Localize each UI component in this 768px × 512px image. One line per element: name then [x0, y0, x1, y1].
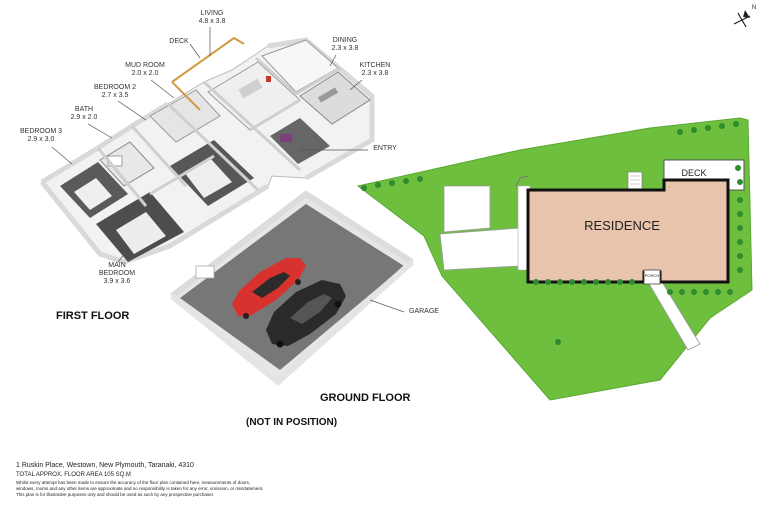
not-in-position-note: (NOT IN POSITION)	[246, 417, 338, 428]
garage-floor	[180, 204, 404, 370]
main-bedroom-size: 3.9 x 3.6	[103, 278, 131, 285]
bedroom2-name: BEDROOM 2	[93, 84, 136, 91]
kitchen-floor	[299, 71, 371, 125]
mud-room-size: 2.0 x 2.0	[131, 70, 159, 77]
dining-size: 2.3 x 3.8	[331, 45, 359, 52]
red-car-graphic	[232, 258, 306, 319]
deck-label: DECK	[169, 38, 189, 45]
room-leader-lines	[51, 27, 368, 263]
dining-name: DINING	[332, 37, 358, 44]
main-bedroom-name: MAIN BEDROOM	[98, 262, 136, 277]
disclaimer-line-1: Whilst every attempt has been made to en…	[16, 480, 251, 485]
bedroom3-label: BEDROOM 3 2.9 x 3.0	[16, 128, 66, 144]
living-size: 4.8 x 3.8	[198, 18, 226, 25]
tree-dots	[361, 121, 743, 345]
bath-label: BATH 2.9 x 2.0	[64, 106, 104, 122]
bedroom2-size: 2.7 x 3.5	[101, 92, 129, 99]
first-floor-title: FIRST FLOOR	[56, 310, 130, 322]
porch-label: PORCH	[644, 273, 660, 278]
kitchen-name: KITCHEN	[359, 62, 391, 69]
bedroom3-size: 2.9 x 3.0	[27, 136, 55, 143]
garage-model	[170, 190, 415, 386]
kitchen-size: 2.3 x 3.8	[361, 70, 389, 77]
disclaimer-line-3: This plan is for illustrative purposes o…	[16, 492, 215, 497]
garage-label: GARAGE	[409, 308, 439, 315]
floor-area-line: TOTAL APPROX. FLOOR AREA 105 SQ.M	[16, 472, 131, 478]
disclaimer-line-2: windows, rooms and any other items are a…	[16, 486, 264, 491]
mud-room-label: MUD ROOM 2.0 x 2.0	[122, 62, 168, 78]
site-deck-label: DECK	[681, 168, 707, 178]
entry-label: ENTRY	[373, 145, 397, 152]
bedroom3-name: BEDROOM 3	[19, 128, 62, 135]
mud-room-name: MUD ROOM	[125, 62, 165, 69]
bath-floor	[99, 141, 155, 187]
main-bedroom-label: MAIN BEDROOM 3.9 x 3.6	[94, 262, 140, 286]
site-plan	[356, 117, 753, 401]
living-label: LIVING 4.8 x 3.8	[192, 10, 232, 26]
north-label: N	[751, 5, 757, 11]
bath-name: BATH	[74, 106, 94, 113]
address-line: 1 Ruskin Place, Westown, New Plymouth, T…	[16, 462, 194, 469]
entry-floor	[270, 118, 330, 164]
ground-floor-title: GROUND FLOOR	[320, 392, 411, 404]
kitchen-label: KITCHEN 2.3 x 3.8	[352, 62, 398, 78]
bath-size: 2.9 x 2.0	[70, 114, 98, 121]
residence-label: RESIDENCE	[584, 218, 660, 233]
living-name: LIVING	[200, 10, 224, 17]
black-car-graphic	[266, 280, 346, 348]
first-floor-model	[40, 36, 375, 265]
bedroom2-label: BEDROOM 2 2.7 x 3.5	[90, 84, 140, 100]
driveway	[439, 227, 521, 271]
mud-room-floor	[149, 89, 221, 143]
north-arrow-icon	[733, 10, 751, 28]
deck-rail	[171, 36, 245, 83]
dining-label: DINING 2.3 x 3.8	[322, 37, 368, 53]
